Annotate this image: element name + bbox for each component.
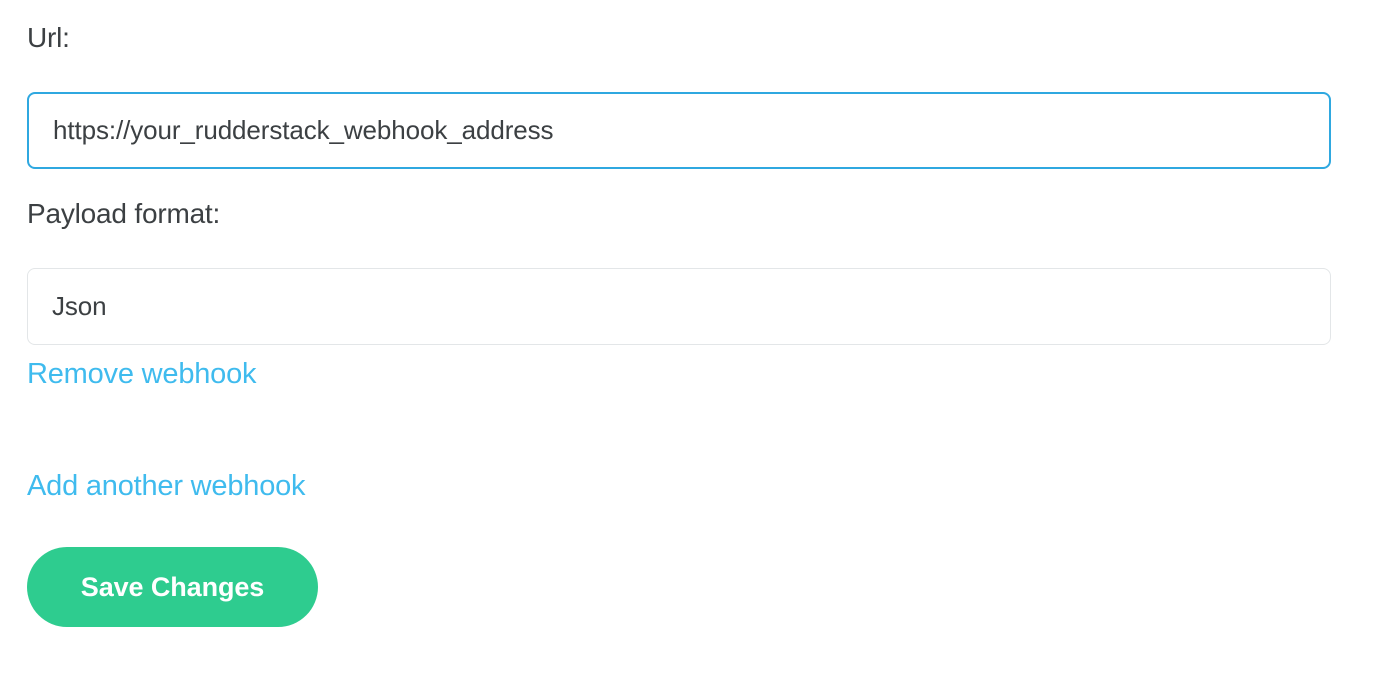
remove-webhook-link[interactable]: Remove webhook [27, 358, 257, 390]
url-input-wrapper[interactable] [27, 92, 1331, 169]
payload-format-input[interactable] [52, 269, 1306, 344]
payload-format-input-wrapper[interactable] [27, 268, 1331, 345]
save-changes-button[interactable]: Save Changes [27, 547, 318, 627]
add-another-webhook-link[interactable]: Add another webhook [27, 470, 306, 502]
payload-format-label: Payload format: [27, 198, 221, 229]
url-input[interactable] [53, 94, 1305, 167]
url-field-label: Url: [27, 22, 70, 53]
